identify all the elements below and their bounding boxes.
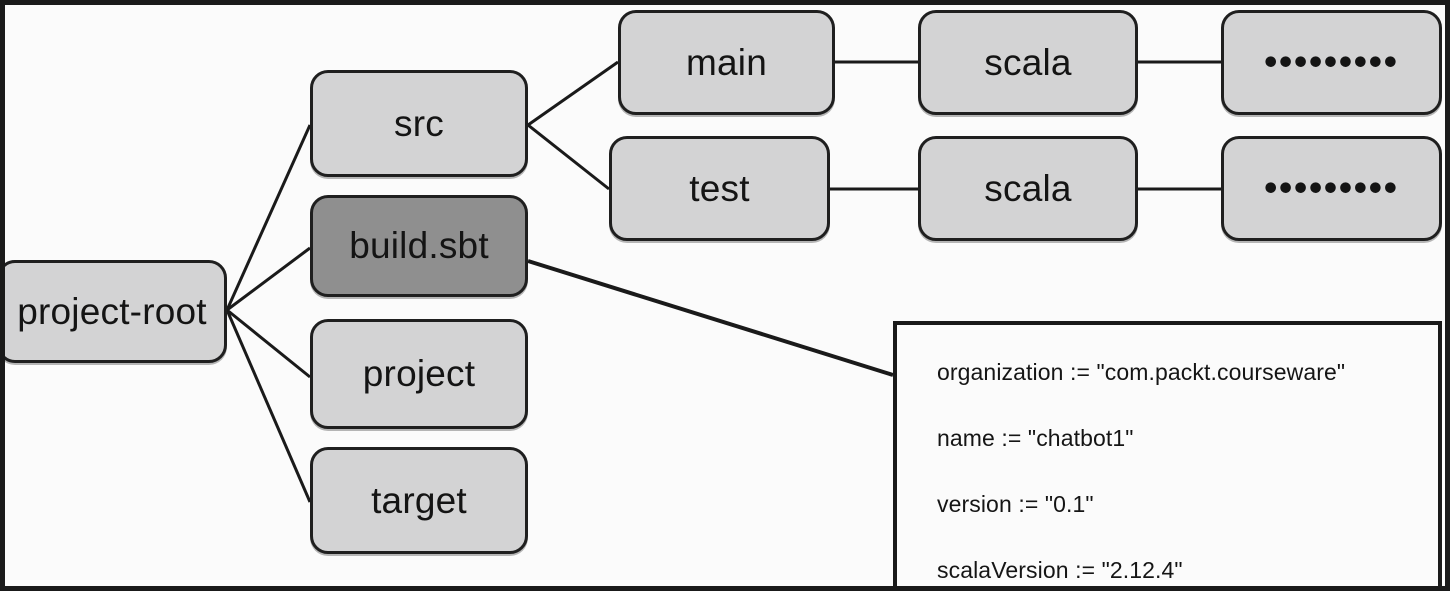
edge-buildsbt-to-detail [527, 259, 894, 377]
node-scala-test[interactable]: scala [918, 136, 1138, 241]
detail-line-version: version := "0.1" [937, 491, 1094, 517]
edge-src-to-main [527, 60, 619, 127]
detail-line-scala-version: scalaVersion := "2.12.4" [937, 557, 1183, 583]
node-project-root-label: project-root [17, 290, 207, 332]
node-ellipsis-test-label: ••••••••• [1264, 167, 1399, 209]
node-project-root[interactable]: project-root [5, 260, 227, 363]
node-scala-test-label: scala [984, 167, 1072, 209]
node-src-label: src [394, 102, 444, 144]
edge-src-to-test [527, 123, 610, 191]
node-main[interactable]: main [618, 10, 835, 115]
node-target-label: target [371, 479, 467, 521]
node-project[interactable]: project [310, 319, 528, 429]
build-sbt-detail-box: organization := "com.packt.courseware" n… [893, 321, 1442, 586]
node-test-label: test [689, 167, 750, 209]
node-build-sbt[interactable]: build.sbt [310, 195, 528, 297]
edge-root-to-project [226, 308, 311, 379]
node-main-label: main [686, 41, 767, 83]
detail-line-name: name := "chatbot1" [937, 425, 1134, 451]
edge-root-to-buildsbt [226, 246, 311, 312]
node-build-sbt-label: build.sbt [349, 225, 489, 267]
node-ellipsis-main[interactable]: ••••••••• [1221, 10, 1442, 115]
node-scala-main[interactable]: scala [918, 10, 1138, 115]
node-src[interactable]: src [310, 70, 528, 177]
node-ellipsis-main-label: ••••••••• [1264, 41, 1399, 83]
edge-root-to-target [225, 309, 312, 503]
node-target[interactable]: target [310, 447, 528, 554]
node-project-label: project [362, 353, 476, 395]
node-test[interactable]: test [609, 136, 830, 241]
node-scala-main-label: scala [984, 41, 1072, 83]
edge-root-to-src [225, 124, 312, 311]
node-ellipsis-test[interactable]: ••••••••• [1221, 136, 1442, 241]
detail-line-organization: organization := "com.packt.courseware" [937, 359, 1346, 385]
